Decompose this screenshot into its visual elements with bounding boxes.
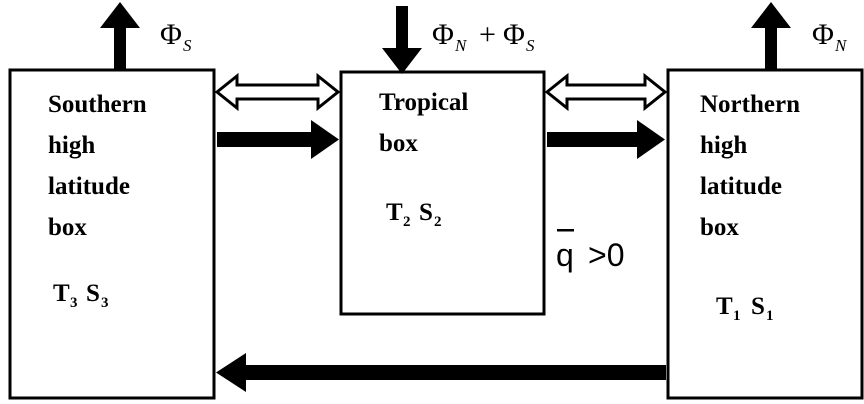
overbar	[557, 229, 574, 232]
temperature-symbol: T	[53, 280, 70, 307]
tropical-box	[339, 70, 546, 316]
southern-box-title-line: Southern	[48, 91, 147, 118]
salinity-subscript: 3	[101, 295, 109, 311]
northern-box-title-line: box	[700, 214, 739, 241]
tropical-box-variables: T 2 S 2	[386, 199, 442, 230]
northern-box-title-line: Northern	[700, 91, 800, 118]
southern-box-title-line: latitude	[48, 173, 130, 200]
phi-symbol: Φ	[503, 18, 525, 51]
tropical-box-title-line: box	[379, 130, 418, 157]
phi-subscript: N	[834, 36, 848, 55]
temperature-subscript: 2	[403, 214, 411, 230]
q-symbol: q	[556, 237, 574, 273]
south-tropical-mixing-arrow	[214, 72, 341, 112]
temperature-symbol: T	[386, 199, 403, 226]
phi-subscript: S	[526, 36, 535, 55]
salinity-subscript: 1	[766, 308, 774, 324]
phi-symbol: Φ	[812, 18, 834, 51]
tropical-north-mixing-arrow	[544, 72, 668, 112]
south-to-tropical-flow-arrow	[217, 120, 339, 159]
north-to-south-return-arrow	[216, 353, 666, 392]
tropical-to-north-flow-arrow	[547, 120, 665, 159]
southern-outflux-arrow	[100, 2, 140, 70]
temperature-symbol: T	[716, 293, 733, 320]
southern-box-title-line: box	[48, 214, 87, 241]
phi-symbol: Φ	[432, 18, 454, 51]
northern-flux-label: Φ N	[812, 18, 848, 55]
phi-subscript: N	[454, 36, 468, 55]
southern-box-title-line: high	[48, 132, 95, 159]
salinity-symbol: S	[419, 199, 433, 226]
northern-box-title-line: high	[700, 132, 747, 159]
phi-subscript: S	[183, 36, 192, 55]
tropical-influx-arrow	[382, 6, 422, 74]
northern-box-variables: T 1 S 1	[716, 293, 774, 324]
temperature-subscript: 1	[733, 308, 741, 324]
salinity-symbol: S	[86, 280, 100, 307]
southern-box	[8, 68, 216, 400]
salinity-symbol: S	[751, 293, 765, 320]
southern-flux-label: Φ S	[160, 18, 192, 55]
tropical-flux-label: Φ N + Φ S	[432, 18, 535, 55]
salinity-subscript: 2	[434, 214, 442, 230]
southern-box-variables: T 3 S 3	[53, 280, 109, 311]
plus-sign: +	[479, 18, 496, 51]
tropical-box-title-line: Tropical	[379, 89, 468, 116]
greater-than-zero: >0	[588, 237, 624, 273]
phi-symbol: Φ	[160, 18, 182, 51]
northern-box	[666, 68, 864, 400]
temperature-subscript: 3	[70, 295, 78, 311]
northern-box-title-line: latitude	[700, 173, 782, 200]
transport-condition-label: q >0	[556, 229, 624, 273]
northern-outflux-arrow	[751, 2, 791, 70]
